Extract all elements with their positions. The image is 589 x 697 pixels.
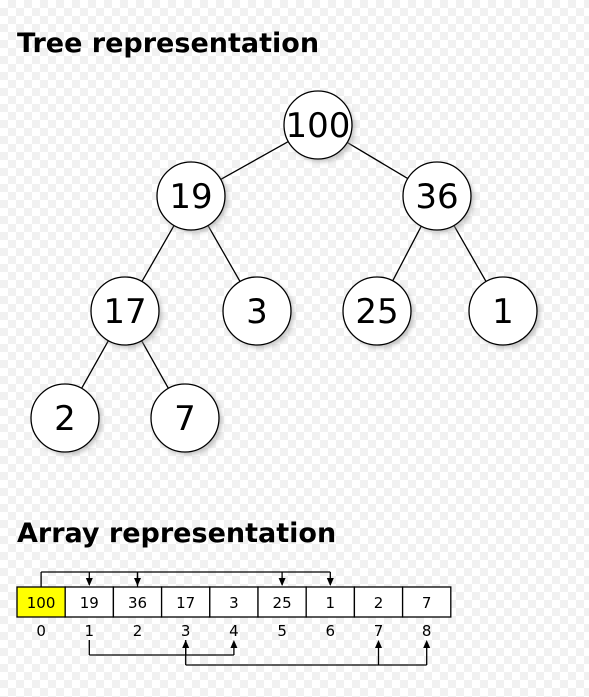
array-index-label: 7 (374, 622, 384, 640)
array-index-label: 3 (181, 622, 191, 640)
tree-edge (81, 340, 109, 389)
tree-node-label: 36 (415, 177, 458, 217)
tree-node: 25 (342, 276, 414, 348)
tree-node-circle (30, 383, 100, 453)
tree-node-label: 3 (246, 292, 268, 332)
array-index-label: 4 (229, 622, 239, 640)
array-index-label: 2 (133, 622, 143, 640)
array-cell (16, 586, 66, 618)
array-index-label: 6 (326, 622, 336, 640)
array-cell-value: 2 (374, 594, 384, 612)
array-link-arrowhead (230, 640, 238, 648)
array-cell (401, 586, 452, 618)
array-cells: 100 19 36 17 3 25 1 2 7 (16, 586, 452, 618)
array-cell-value: 25 (273, 594, 292, 612)
tree-node: 3 (222, 276, 294, 348)
array-cell (305, 586, 356, 618)
array-representation-title: Array representation (17, 518, 337, 549)
tree-node: 7 (150, 383, 222, 455)
tree-node-label: 17 (103, 292, 146, 332)
tree-node-circle (156, 161, 226, 231)
tree-node-circle (222, 276, 292, 346)
tree-edge (392, 225, 422, 282)
array-link-arrowhead (423, 640, 431, 648)
array-cell-value: 36 (128, 594, 147, 612)
array-cell (112, 586, 163, 618)
tree-node-label: 7 (174, 399, 196, 439)
tree-node-circle (468, 276, 538, 346)
tree-node: 17 (90, 276, 162, 348)
tree-node-circle (150, 383, 220, 453)
array-index-label: 5 (277, 622, 287, 640)
array-link-arrowhead (326, 578, 334, 586)
array-cell-value: 7 (422, 594, 432, 612)
tree-nodes: 100 19 36 17 3 25 1 2 7 (30, 90, 540, 455)
array-cell-value: 3 (229, 594, 239, 612)
tree-representation-title: Tree representation (17, 28, 320, 59)
tree-node-circle (283, 90, 353, 160)
tree-node: 2 (30, 383, 102, 455)
tree-node-circle (342, 276, 412, 346)
array-cell-value: 1 (326, 594, 336, 612)
tree-edge (220, 141, 289, 180)
array-index-label: 0 (36, 622, 46, 640)
tree-edge (207, 225, 241, 282)
array-cell (353, 586, 404, 618)
tree-node-label: 19 (169, 177, 212, 217)
tree-edge (346, 141, 409, 180)
array-cell (257, 586, 307, 618)
array-link-arrowhead (85, 578, 93, 586)
tree-edges (81, 141, 487, 389)
array-cell-value: 19 (80, 594, 99, 612)
tree-node-label: 1 (492, 292, 514, 332)
array-index-label: 8 (422, 622, 432, 640)
tree-node: 36 (402, 161, 474, 233)
tree-node-label: 25 (355, 292, 398, 332)
tree-node: 100 (283, 90, 355, 162)
array-index-label: 1 (85, 622, 95, 640)
tree-edge (453, 225, 487, 282)
tree-node: 1 (468, 276, 540, 348)
array-links (40, 571, 431, 666)
tree-node-label: 2 (54, 399, 76, 439)
array-cell-value: 17 (176, 594, 195, 612)
tree-node-circle (90, 276, 160, 346)
array-cell (64, 586, 115, 618)
array-indices: 0 1 2 3 4 5 6 7 8 (36, 622, 431, 640)
array-cell-value: 100 (27, 594, 56, 612)
tree-node: 19 (156, 161, 228, 233)
tree-edge (141, 225, 175, 282)
tree-node-label: 100 (286, 106, 351, 146)
array-link-arrowhead (375, 640, 382, 648)
array-link-arrowhead (278, 578, 286, 586)
tree-edge (141, 340, 169, 389)
tree-node-circle (402, 161, 472, 231)
